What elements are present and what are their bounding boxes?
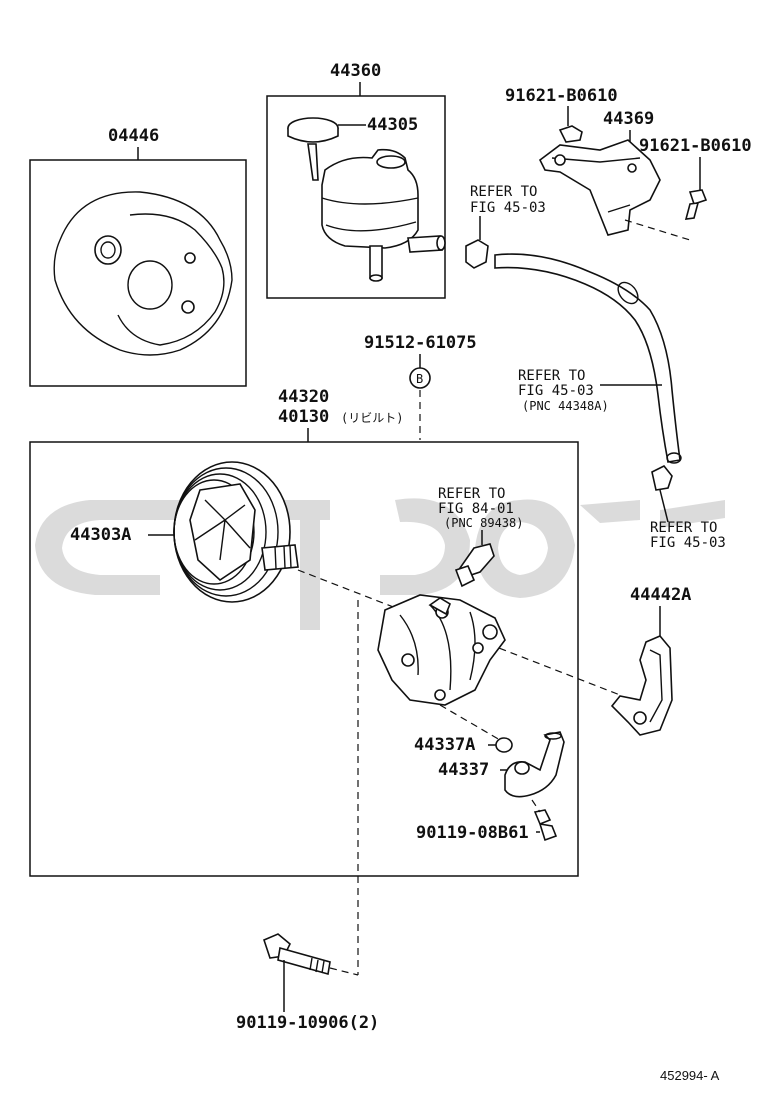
reservoir-box-44360 [266,95,446,299]
refer4-line2: FIG 45-03 [650,535,726,551]
union-fitting-drawing [504,731,565,798]
circle-b-text: B [416,372,423,386]
pulley-drawing [173,461,299,603]
label-44303a: 44303A [70,525,131,545]
hose-clamp-lower [651,464,673,491]
long-bolt-drawing [263,933,331,976]
kit-box-04446 [29,159,247,387]
label-91621-a: 91621-B0610 [505,86,618,106]
label-91621-b: 91621-B0610 [639,136,752,156]
label-44337a: 44337A [414,735,475,755]
figure-id: 452994- A [660,1068,720,1083]
label-90119-08: 90119-08B61 [416,823,529,843]
gasket-kit-drawing [53,191,233,356]
label-44337: 44337 [438,760,489,780]
refer2-line2: FIG 45-03 [518,383,594,399]
refer3-line1: REFER TO [438,486,505,502]
pump-body-drawing [377,594,506,706]
refer2-line1: REFER TO [518,368,585,384]
label-04446: 04446 [108,126,159,146]
o-ring [495,737,513,753]
pump-bracket-drawing [610,635,673,736]
refer1-line2: FIG 45-03 [470,200,546,216]
label-44320: 44320 [278,387,329,407]
reservoir-drawing [287,117,446,282]
label-rebuilt: (リビルト) [341,411,403,425]
label-44442a: 44442A [630,585,691,605]
pump-box-44320 [29,441,579,877]
label-44369: 44369 [603,109,654,129]
label-90119-10: 90119-10906(2) [236,1013,379,1033]
label-44305: 44305 [367,115,418,135]
union-bolt [533,809,558,842]
refer4-line1: REFER TO [650,520,717,536]
circle-b-marker [409,367,431,389]
return-hose [494,253,681,463]
bracket-drawing [538,125,708,236]
label-44360: 44360 [330,61,381,81]
leader-refer4 [659,489,669,523]
label-91512: 91512-61075 [364,333,477,353]
refer3-line2: FIG 84-01 [438,501,514,517]
bracket-bolt-dash [624,219,691,241]
refer1-line1: REFER TO [470,184,537,200]
refer2-line3: (PNC 44348A) [522,399,609,413]
refer3-line3: (PNC 89438) [444,516,523,530]
hose-clamp-upper [465,239,489,269]
watermark-logo [35,498,725,630]
label-40130: 40130 [278,407,329,427]
